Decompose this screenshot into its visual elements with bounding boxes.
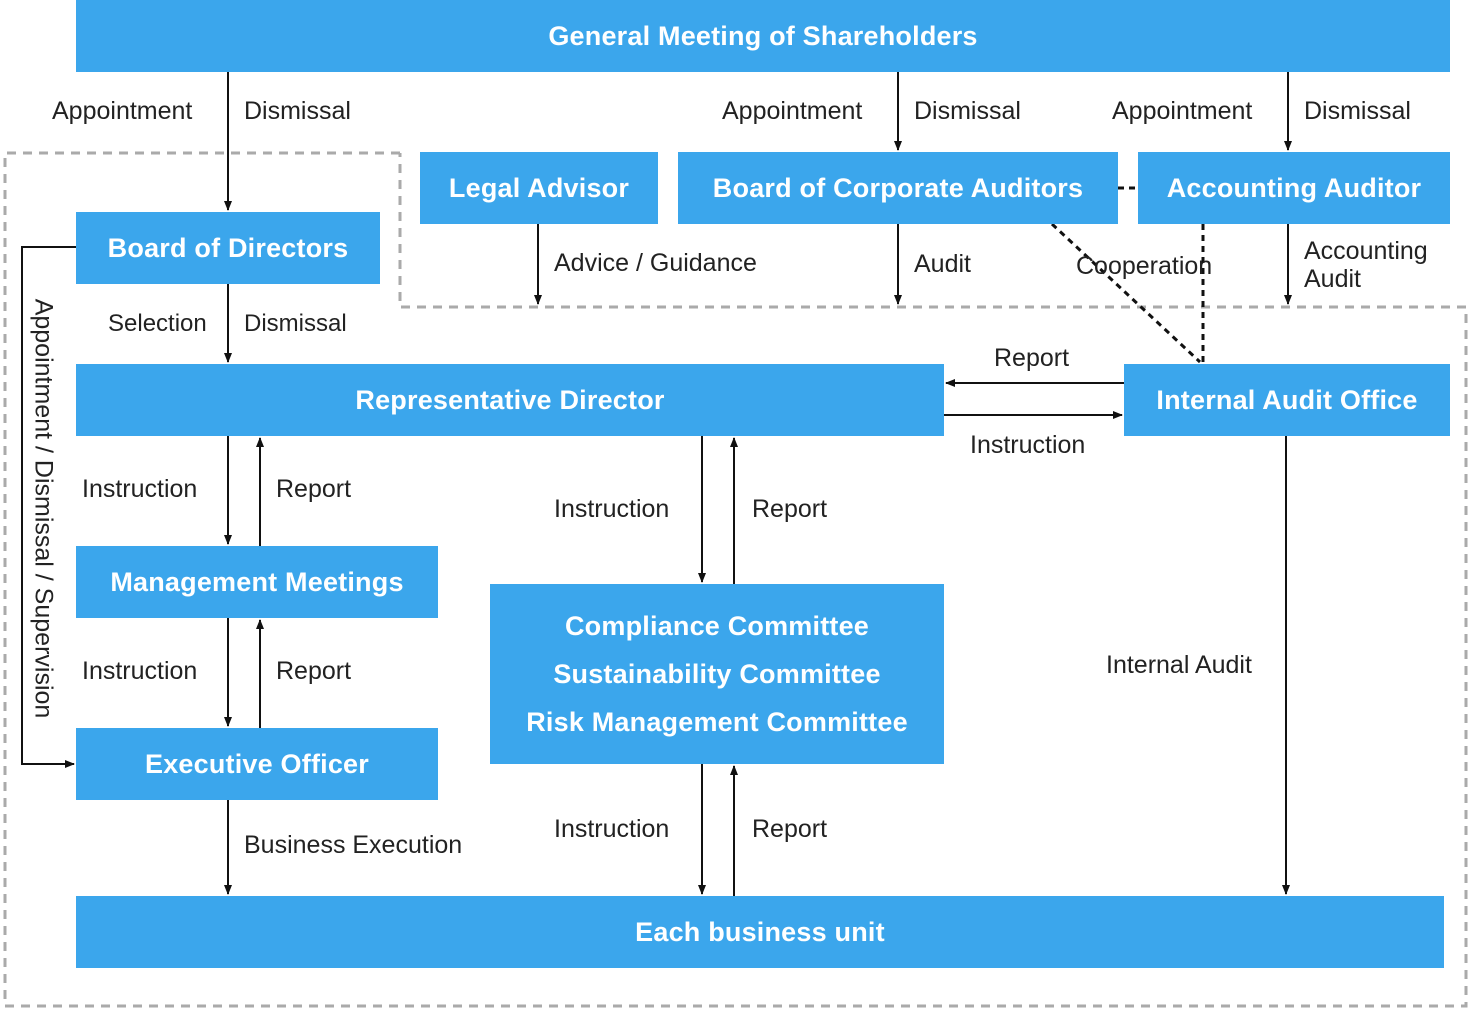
label-appointment-dismissal-supervision-wrap: Appointment / Dismissal / Supervision: [28, 280, 58, 736]
node-management-meetings: Management Meetings: [76, 546, 438, 618]
node-executive-officer: Executive Officer: [76, 728, 438, 800]
dashed-group-outline-left: [3, 151, 1468, 1008]
label-report-audit-office: Report: [994, 344, 1070, 372]
label-cooperation: Cooperation: [1076, 252, 1213, 280]
node-board-of-directors: Board of Directors: [76, 212, 380, 284]
label-dismissal-bod-rep: Dismissal: [244, 310, 347, 337]
node-general-meeting: General Meeting of Shareholders: [76, 0, 1450, 72]
label-selection: Selection: [108, 310, 207, 337]
label-report-committees-rep: Report: [752, 495, 828, 523]
node-legal-advisor: Legal Advisor: [420, 152, 658, 224]
node-internal-audit-office: Internal Audit Office: [1124, 364, 1450, 436]
label-advice-guidance: Advice / Guidance: [554, 249, 757, 277]
arrow-supervision-loop: [21, 246, 76, 768]
node-committees: Compliance Committee Sustainability Comm…: [490, 584, 944, 764]
label-instruction-rep-mgmt: Instruction: [82, 475, 198, 503]
label-dismissal-gm-bod: Dismissal: [244, 97, 351, 125]
node-representative-director: Representative Director: [76, 364, 944, 436]
label-appointment-dismissal-supervision: Appointment / Dismissal / Supervision: [29, 298, 58, 718]
node-board-of-corporate-auditors: Board of Corporate Auditors: [678, 152, 1118, 224]
label-instruction-rep-committees: Instruction: [554, 495, 670, 523]
label-internal-audit: Internal Audit: [1106, 651, 1252, 679]
label-report-exec-mgmt: Report: [276, 657, 352, 685]
label-instruction-audit-office: Instruction: [970, 431, 1086, 459]
label-appointment-gm-bod: Appointment: [52, 97, 193, 125]
label-instruction-mgmt-exec: Instruction: [82, 657, 198, 685]
node-accounting-auditor: Accounting Auditor: [1138, 152, 1450, 224]
committee-compliance: Compliance Committee: [564, 611, 870, 641]
label-accounting-audit-line2: Audit: [1304, 265, 1361, 293]
label-appointment-gm-accounting: Appointment: [1112, 97, 1253, 125]
committee-sustainability: Sustainability Committee: [553, 659, 881, 689]
node-each-business-unit: Each business unit: [76, 896, 1444, 968]
label-report-mgmt-rep: Report: [276, 475, 352, 503]
label-audit: Audit: [914, 250, 971, 278]
label-appointment-gm-auditors: Appointment: [722, 97, 863, 125]
label-accounting-audit-line1: Accounting: [1304, 237, 1428, 265]
cooperation-dotted-link-diagonal: [1050, 222, 1202, 364]
label-dismissal-gm-accounting: Dismissal: [1304, 97, 1411, 125]
label-instruction-committees-units: Instruction: [554, 815, 670, 843]
label-dismissal-gm-auditors: Dismissal: [914, 97, 1021, 125]
committee-risk-management: Risk Management Committee: [526, 707, 908, 737]
label-business-execution: Business Execution: [244, 831, 463, 859]
label-report-units-committees: Report: [752, 815, 828, 843]
